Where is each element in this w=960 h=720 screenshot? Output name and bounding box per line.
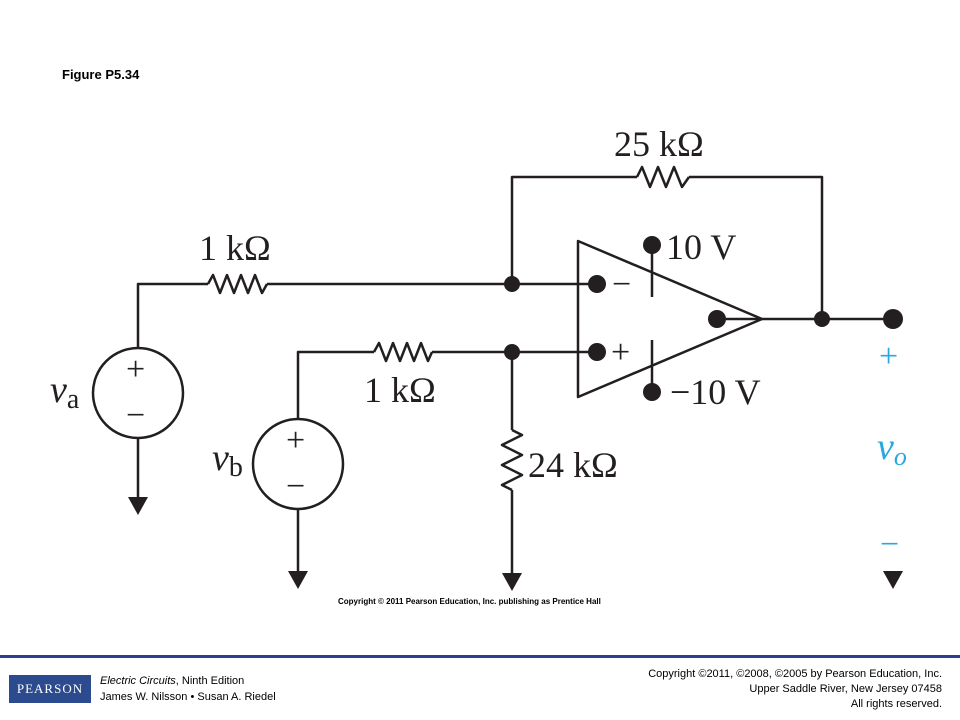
feedback-wire-right (689, 175, 824, 319)
source-a-subscript: a (67, 384, 80, 415)
opamp-noninverting-sign: + (611, 334, 630, 371)
supply-positive-label: 10 V (666, 227, 736, 267)
book-authors: James W. Nilsson • Susan A. Riedel (100, 691, 276, 703)
opamp-inverting-terminal (588, 275, 606, 293)
output-plus: + (879, 338, 898, 375)
book-title-line: Electric Circuits, Ninth Edition (100, 673, 276, 689)
source-b-subscript: b (229, 452, 243, 483)
input-a-resistor-label: 1 kΩ (199, 228, 271, 268)
ground-arrow-a (128, 497, 148, 515)
pearson-logo: PEARSON (9, 675, 91, 703)
input-b-resistor-label: 1 kΩ (364, 370, 436, 410)
book-edition: , Ninth Edition (175, 675, 245, 687)
source-b-circle (251, 417, 345, 511)
feedback-wire (510, 175, 637, 284)
footer-copyright-line2: Upper Saddle River, New Jersey 07458 (749, 683, 942, 695)
output-minus: − (880, 526, 899, 563)
opamp-triangle (576, 239, 764, 399)
footer-divider (0, 655, 960, 658)
opamp-noninverting-terminal (588, 343, 606, 361)
node-noninverting (504, 344, 520, 360)
opamp-inverting-sign: − (612, 266, 631, 303)
circuit-diagram: 25 kΩ 1 kΩ 1 kΩ 24 kΩ 10 V −10 V − + + −… (50, 124, 907, 591)
feedback-resistor-label: 25 kΩ (614, 124, 704, 164)
footer-copyright: Copyright ©2011, ©2008, ©2005 by Pearson… (648, 667, 942, 712)
output-terminal (883, 309, 903, 329)
opamp-output-terminal (708, 310, 726, 328)
source-a-circle (91, 346, 185, 440)
book-title: Electric Circuits (100, 675, 176, 687)
ground-arrow-b (288, 571, 308, 589)
feedback-resistor (635, 165, 691, 189)
source-a-label: va (50, 369, 80, 415)
inner-copyright: Copyright © 2011 Pearson Education, Inc.… (338, 597, 601, 606)
input-a-resistor (206, 273, 269, 295)
source-b-label: vb (212, 437, 243, 483)
opamp-supply-plus-terminal (643, 236, 661, 254)
opamp-supply-minus-terminal (643, 383, 661, 401)
book-info: Electric Circuits, Ninth Edition James W… (100, 673, 276, 705)
ground-resistor (500, 428, 524, 492)
ground-resistor-label: 24 kΩ (528, 445, 618, 485)
figure-title: Figure P5.34 (62, 67, 140, 82)
footer-copyright-line1: Copyright ©2011, ©2008, ©2005 by Pearson… (648, 668, 942, 680)
source-a-plus: + (126, 351, 145, 388)
source-b-minus: − (286, 468, 305, 505)
source-b-plus: + (286, 422, 305, 459)
input-b-resistor (372, 341, 434, 363)
footer-copyright-line3: All rights reserved. (850, 698, 942, 710)
ground-arrow-output (883, 571, 903, 589)
output-subscript: o (894, 442, 907, 471)
ground-arrow-resistor (502, 573, 522, 591)
source-a-minus: − (126, 397, 145, 434)
node-output (814, 311, 830, 327)
supply-negative-label: −10 V (670, 372, 761, 412)
output-label: vo (877, 426, 907, 471)
source-b-top-wire (296, 350, 374, 420)
source-a-top-wire (136, 282, 208, 348)
node-inverting (504, 276, 520, 292)
